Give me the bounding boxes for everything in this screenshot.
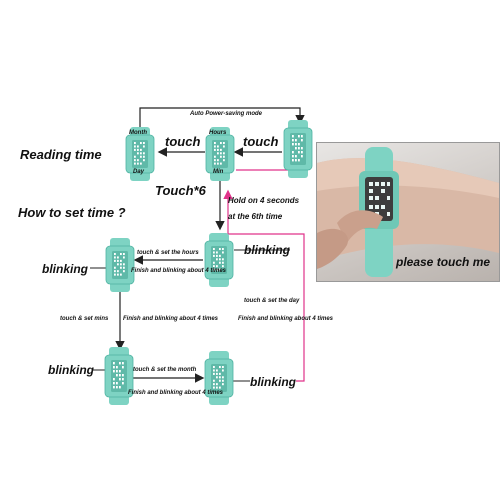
watch-blink-hours xyxy=(204,233,234,287)
hold-line-2: at the 6th time xyxy=(228,212,283,221)
power-saving-label: Auto Power-saving mode xyxy=(190,111,263,117)
blinking-label-1: blinking xyxy=(244,243,290,257)
reading-time-label: Reading time xyxy=(20,147,102,162)
watch-month-day-bottom-label: Day xyxy=(133,169,145,175)
touch6-label: Touch*6 xyxy=(155,183,206,198)
finish-label-4: Finish and blinking about 4 times xyxy=(128,390,224,396)
touch-label-right: touch xyxy=(243,134,279,149)
watch-month-day xyxy=(125,127,155,181)
watch-blink-hours-set xyxy=(105,238,135,292)
touch-label-left: touch xyxy=(165,134,201,149)
watch-month-day-top-label: Month xyxy=(129,130,147,136)
watch-hours-min-bottom-label: Min xyxy=(213,169,224,175)
hold-line-1: Hold on 4 seconds xyxy=(228,196,300,205)
set-mins-label: touch & set mins xyxy=(60,316,109,322)
set-hours-label: touch & set the hours xyxy=(137,250,199,256)
watch-idle xyxy=(283,120,313,178)
wrist-photo xyxy=(316,142,500,282)
watch-blink-mins xyxy=(104,347,134,405)
finish-label-2: Finish and blinking about 4 times xyxy=(123,316,219,322)
watch-hours-min xyxy=(205,127,235,181)
set-day-label: touch & set the day xyxy=(244,298,300,304)
finish-label-1: Finish and blinking about 4 times xyxy=(131,268,227,274)
please-touch-label: please touch me xyxy=(396,255,491,269)
watch-hours-min-top-label: Hours xyxy=(209,130,227,136)
set-month-label: touch & set the month xyxy=(133,367,197,373)
watch-blink-month xyxy=(204,351,234,405)
finish-label-3: Finish and blinking about 4 times xyxy=(238,316,334,322)
blinking-label-4: blinking xyxy=(250,375,296,389)
pink-return-path xyxy=(223,189,305,382)
blinking-label-2: blinking xyxy=(42,262,88,276)
power-saving-loop-line xyxy=(139,107,305,130)
how-to-set-label: How to set time ? xyxy=(18,205,126,220)
blinking-label-3: blinking xyxy=(48,363,94,377)
